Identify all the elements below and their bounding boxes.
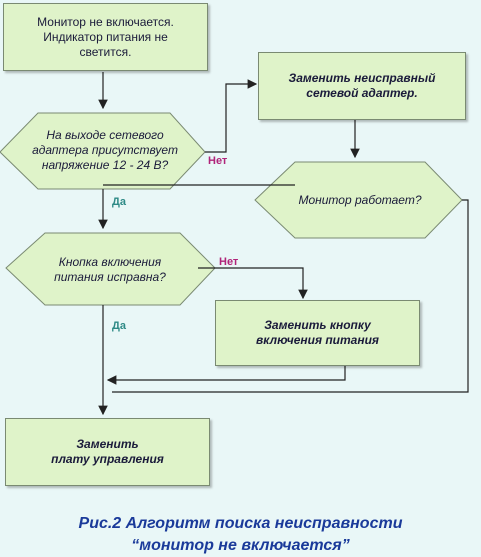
replace-board-box: Заменить плату управления <box>5 418 210 486</box>
connector-replace-back <box>106 366 346 385</box>
start-line-1: Монитор не включается. <box>37 14 174 29</box>
start-box: Монитор не включается. Индикатор питания… <box>3 3 208 71</box>
replace-button-line-2: включения питания <box>255 333 379 347</box>
board-line-1: Заменить <box>76 437 139 451</box>
label-no-button: Нет <box>219 256 239 268</box>
connector-button-replace <box>198 267 308 300</box>
figure-caption-line-1: Рис.2 Алгоритм поиска неисправности <box>78 515 403 532</box>
replace-button-line-1: Заменить кнопку <box>264 318 371 332</box>
voltage-line-1: На выходе сетевого <box>46 128 164 142</box>
voltage-line-3: напряжение 12 - 24 В? <box>41 158 169 172</box>
button-line-1: Кнопка включения <box>58 255 162 269</box>
adapter-line-2: сетевой адаптер. <box>306 86 418 100</box>
voltage-line-2: адаптера присутствует <box>32 143 178 157</box>
start-text: Монитор не включается. Индикатор питания… <box>37 15 174 60</box>
board-line-2: плату управления <box>51 452 164 466</box>
decision-voltage-text: На выходе сетевого адаптера присутствует… <box>20 128 190 173</box>
replace-adapter-box: Заменить неисправный сетевой адаптер. <box>258 52 466 120</box>
label-yes-voltage: Да <box>112 196 126 208</box>
replace-button-box: Заменить кнопку включения питания <box>215 300 420 366</box>
figure-caption-line-2: “монитор не включается” <box>131 537 350 554</box>
start-line-3: светится. <box>79 44 132 59</box>
label-no-voltage: Нет <box>208 155 228 167</box>
monitor-works-line: Монитор работает? <box>298 193 422 207</box>
button-line-2: питания исправна? <box>54 270 166 284</box>
decision-button-text: Кнопка включения питания исправна? <box>30 255 190 285</box>
decision-monitor-works-text: Монитор работает? <box>285 193 435 208</box>
adapter-line-1: Заменить неисправный <box>288 71 436 85</box>
label-yes-button: Да <box>112 320 126 332</box>
connector-voltage-adapter <box>205 79 258 153</box>
connector-monitor-right <box>112 199 469 393</box>
start-line-2: Индикатор питания не <box>43 29 168 44</box>
